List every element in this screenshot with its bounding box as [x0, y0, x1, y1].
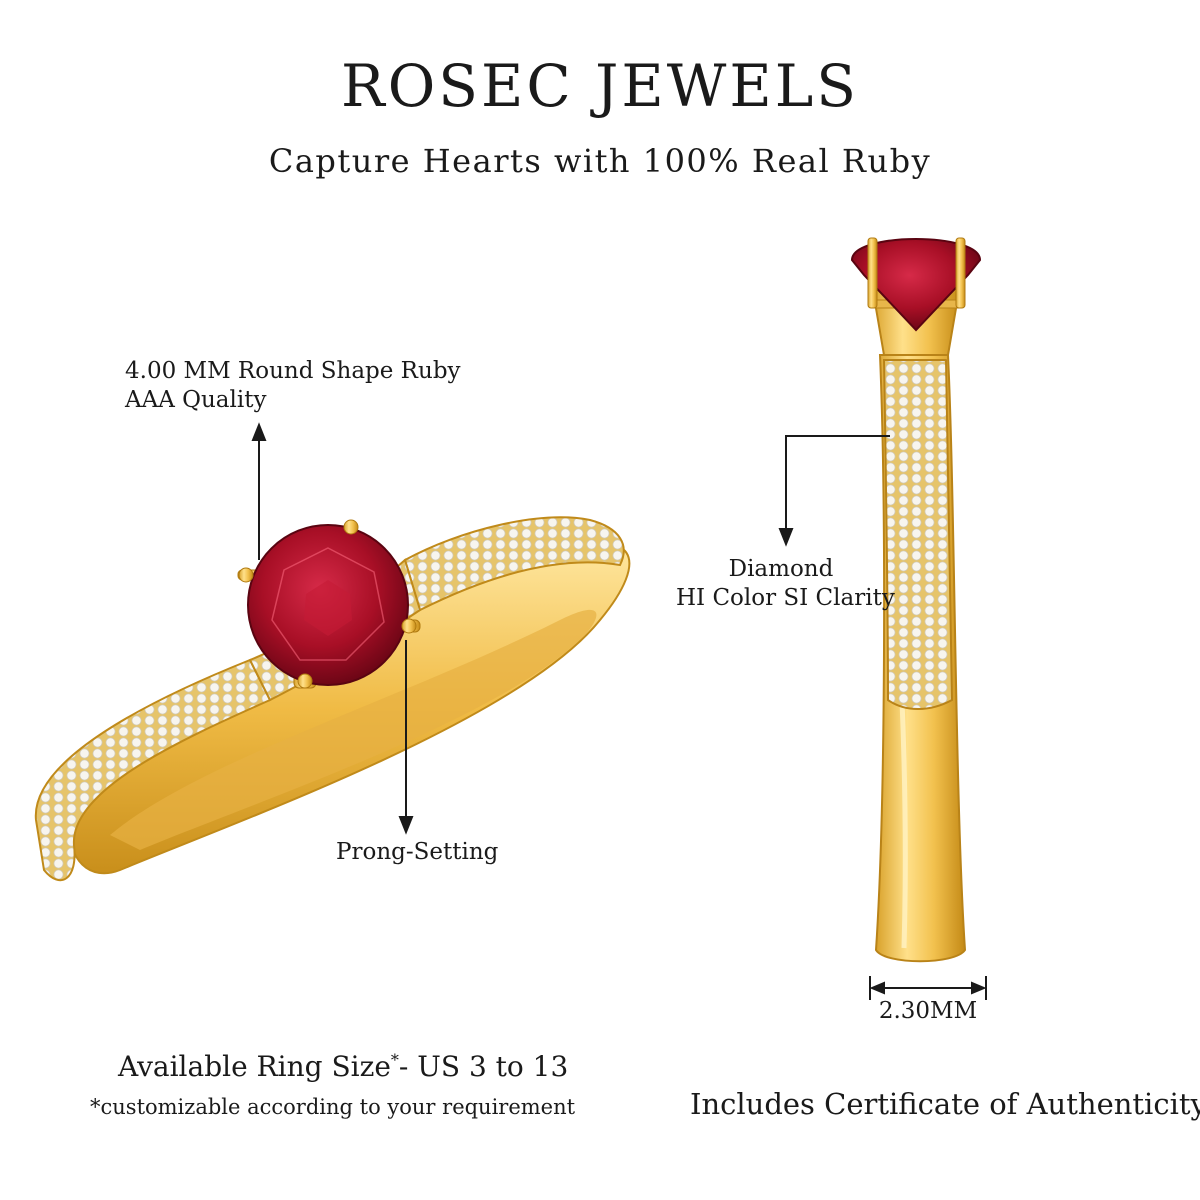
- ruby-gemstone-side: [850, 238, 982, 332]
- ring-front-view: [34, 516, 631, 882]
- band-width-dimension: [869, 976, 987, 1000]
- ruby-quality-text: AAA Quality: [125, 387, 267, 413]
- certificate-text: Includes Certificate of Authenticity: [690, 1087, 1200, 1121]
- diamond-text: Diamond: [728, 556, 834, 582]
- ruby-size-text: 4.00 MM Round Shape Ruby: [125, 358, 461, 384]
- ruby-spec-label: 4.00 MM Round Shape Ruby AAA Quality: [125, 357, 461, 415]
- pave-band-side: [882, 359, 954, 710]
- brand-title: ROSEC JEWELS: [341, 52, 859, 120]
- ring-size-prefix: Available Ring Size: [118, 1050, 391, 1083]
- pave-band-left: [34, 658, 272, 882]
- ring-size-mark: *: [390, 1050, 399, 1070]
- band-width-label: 2.30MM: [878, 998, 978, 1024]
- customization-note: *customizable according to your requirem…: [90, 1095, 576, 1119]
- ring-side-view: [850, 237, 982, 963]
- brand-tagline: Capture Hearts with 100% Real Ruby: [268, 142, 932, 180]
- ruby-callout-arrow: [251, 422, 267, 560]
- diamond-callout-arrow: [778, 435, 890, 547]
- diamond-grade-text: HI Color SI Clarity: [676, 585, 895, 611]
- prong-callout-arrow: [398, 640, 414, 835]
- diamond-spec-label: Diamond HI Color SI Clarity: [676, 555, 895, 613]
- ring-band-inner-shadow: [110, 609, 597, 850]
- ring-size-range: - US 3 to 13: [398, 1050, 569, 1083]
- pave-band-right: [403, 516, 625, 612]
- prong-setting-label: Prong-Setting: [336, 839, 499, 865]
- ring-size-line: Available Ring Size*- US 3 to 13: [118, 1050, 568, 1083]
